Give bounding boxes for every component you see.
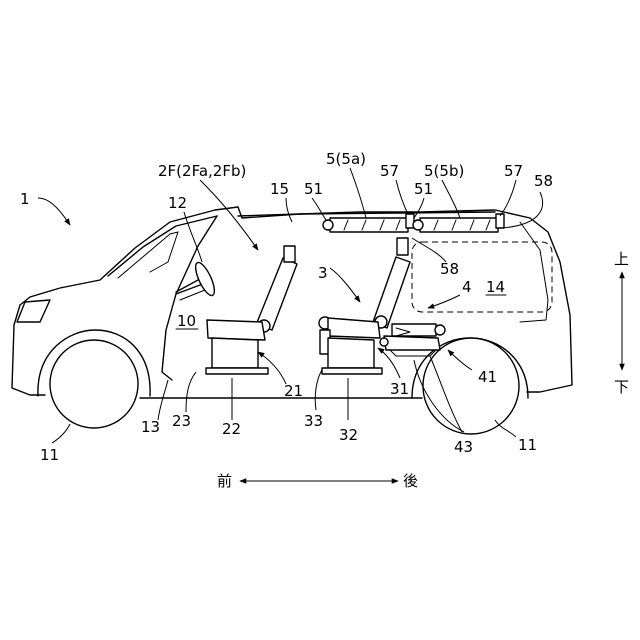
- label-vehicle: 1: [20, 190, 30, 208]
- luggage-area-dashed: [412, 242, 552, 312]
- label-cushion-group: 4: [462, 278, 472, 296]
- label-bracket-51b: 51: [414, 180, 433, 198]
- front-wheel: [38, 330, 150, 428]
- label-cabin: 10: [177, 312, 196, 330]
- label-bracket-51a: 51: [304, 180, 323, 198]
- label-part-58a: 58: [534, 172, 553, 190]
- label-down: 下: [614, 378, 629, 396]
- label-part-43: 43: [454, 438, 473, 456]
- label-seat-front: 2F(2Fa,2Fb): [158, 162, 246, 180]
- label-seat-rear: 3: [318, 264, 328, 282]
- label-up: 上: [614, 250, 629, 268]
- label-front: 前: [217, 472, 232, 490]
- label-roof: 15: [270, 180, 289, 198]
- label-wheel-rear: 11: [518, 436, 537, 454]
- rear-wheel: [412, 338, 528, 434]
- front-seat: [206, 246, 297, 374]
- label-floor-13: 13: [141, 418, 160, 436]
- label-area-14: 14: [486, 278, 505, 296]
- label-part-58b: 58: [440, 260, 459, 278]
- label-wheel-front: 11: [40, 446, 59, 464]
- roof-member-5a: [323, 214, 414, 232]
- label-part-57a: 57: [380, 162, 399, 180]
- label-cushion-23: 23: [172, 412, 191, 430]
- label-wheelhouse-41: 41: [478, 368, 497, 386]
- label-rail-22: 22: [222, 420, 241, 438]
- roof-member-5b: [413, 214, 504, 232]
- label-part-57b: 57: [504, 162, 523, 180]
- label-steering: 12: [168, 194, 187, 212]
- rear-seat: [319, 238, 410, 374]
- label-rail-32: 32: [339, 426, 358, 444]
- label-member-5a: 5(5a): [326, 150, 366, 168]
- label-member-5b: 5(5b): [424, 162, 464, 180]
- label-cushion-33: 33: [304, 412, 323, 430]
- stowed-cushion-assembly: [380, 324, 445, 356]
- label-seat-31: 31: [390, 380, 409, 398]
- label-rear: 後: [403, 472, 418, 490]
- label-seat-21: 21: [284, 382, 303, 400]
